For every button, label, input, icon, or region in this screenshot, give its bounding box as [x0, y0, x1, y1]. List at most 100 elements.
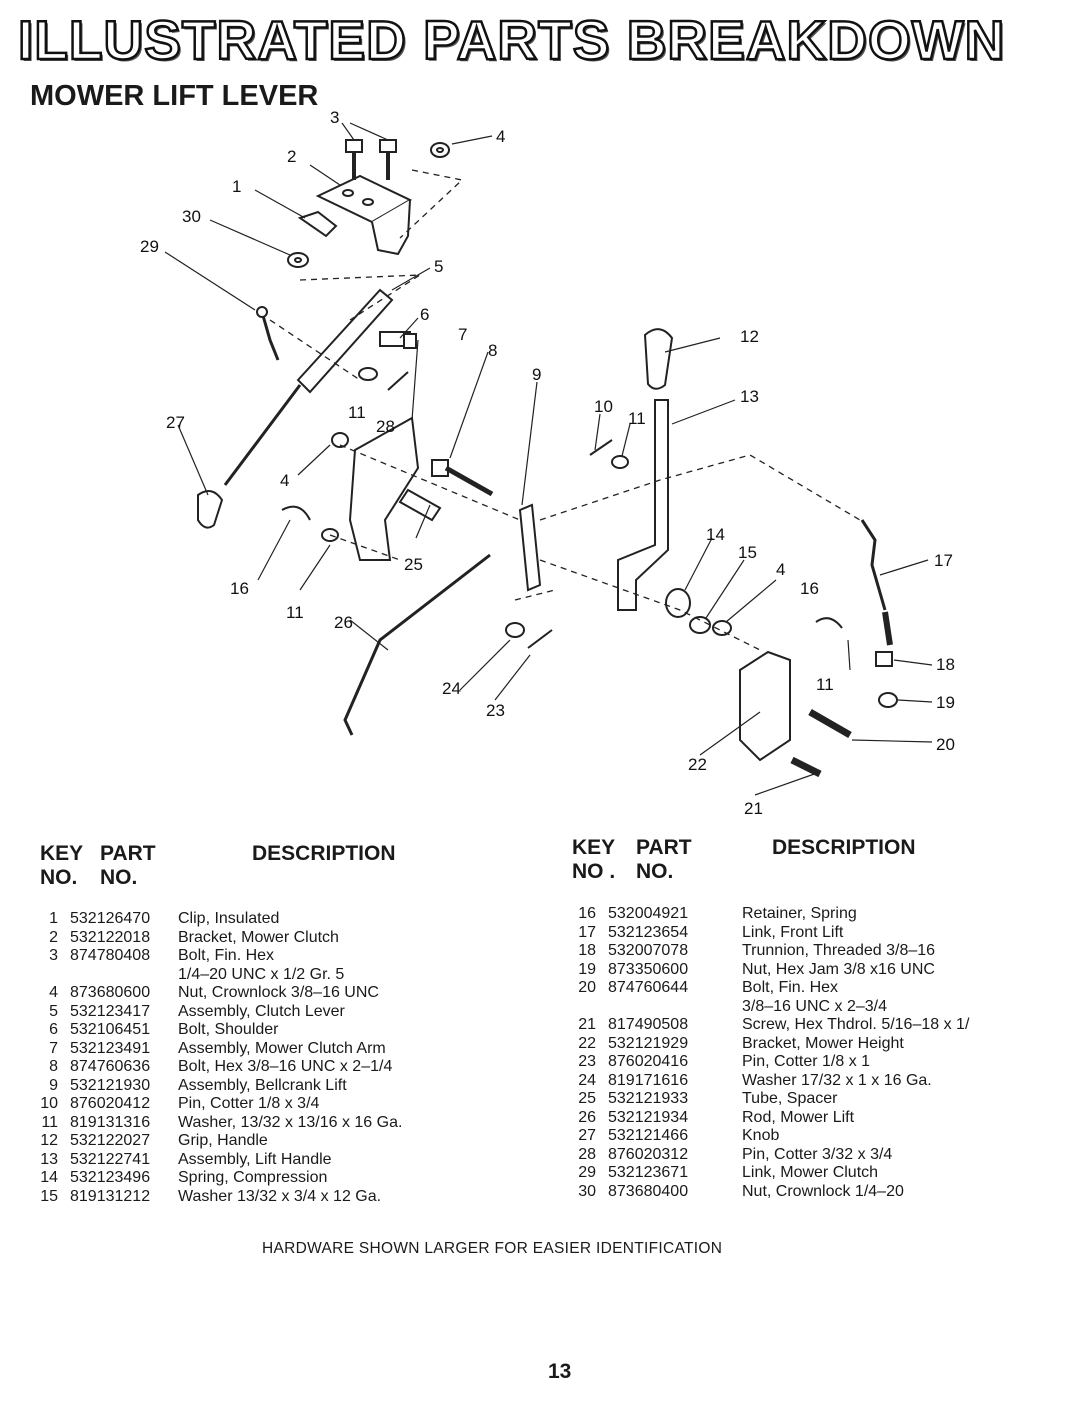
shoulder-bolt	[379, 331, 417, 349]
part-description: Assembly, Lift Handle	[178, 1150, 332, 1168]
part-number: 876020312	[608, 1145, 689, 1163]
page-title: ILLUSTRATED PARTS BREAKDOWN	[17, 8, 1006, 73]
description-header-left: DESCRIPTION	[252, 842, 396, 865]
part-description: Rod, Mower Lift	[742, 1108, 855, 1126]
key-number: 22	[578, 1034, 596, 1052]
front-lift-link	[860, 519, 887, 611]
part-number: 873680600	[70, 984, 151, 1001]
part-number: 532122741	[70, 1150, 151, 1168]
crownlock-nut-middle	[331, 432, 349, 448]
part-description: Washer 13/32 x 3/4 x 12 Ga.	[178, 1187, 382, 1205]
callout-15: 15	[738, 543, 757, 562]
key-number: 2	[49, 928, 58, 946]
part-description: Link, Mower Clutch	[742, 1164, 879, 1181]
key-number: 12	[40, 1132, 58, 1149]
part-number: 532121929	[608, 1034, 689, 1052]
callout-11d: 11	[816, 675, 834, 694]
part-number: 532121934	[608, 1108, 689, 1126]
callout-7: 7	[458, 325, 467, 344]
table-row: 1/4–20 UNC x 1/2 Gr. 5	[28, 966, 402, 985]
part-number: 532123491	[70, 1039, 151, 1057]
lift-handle-assembly	[617, 399, 669, 611]
part-description: Pin, Cotter 1/8 x 1	[742, 1053, 871, 1070]
spring-retainer	[281, 505, 311, 521]
page-number: 13	[548, 1360, 572, 1383]
callout-12: 12	[740, 327, 759, 346]
callout-4c: 4	[776, 560, 785, 579]
hardware-note: HARDWARE SHOWN LARGER FOR EASIER IDENTIF…	[262, 1240, 723, 1257]
fin-hex-bolt	[808, 708, 852, 739]
callout-3: 3	[330, 108, 339, 127]
part-number: 532007078	[608, 942, 689, 959]
handle-grip	[643, 328, 674, 390]
key-number: 23	[578, 1053, 596, 1070]
part-description: Bolt, Hex 3/8–16 UNC x 2–1/4	[178, 1058, 393, 1075]
part-number: 532123654	[608, 923, 689, 941]
key-number: 24	[578, 1071, 596, 1089]
bellcrank-lift	[518, 503, 542, 592]
clutch-lever-assembly	[296, 288, 394, 394]
part-description: Bolt, Fin. Hex	[742, 979, 839, 996]
callout-17: 17	[934, 551, 953, 570]
key-number: 21	[578, 1016, 596, 1033]
hex-jam-nut	[878, 692, 898, 708]
part-number	[70, 966, 178, 985]
part-number: 873680400	[608, 1182, 689, 1200]
key-number: 15	[40, 1187, 58, 1205]
callout-16b: 16	[800, 579, 819, 598]
key-number: 18	[578, 942, 596, 959]
key-number: 9	[49, 1076, 58, 1094]
exploded-parts-diagram: 1 2 3 4 5 6 7 8 9 10 11 12 13 14 15 16 1…	[140, 108, 955, 818]
part-number: 817490508	[608, 1016, 689, 1033]
callout-6: 6	[420, 305, 429, 324]
key-number: 16	[578, 905, 596, 922]
part-description: Bracket, Mower Clutch	[178, 928, 339, 946]
callout-21: 21	[744, 799, 763, 818]
part-description: 3/8–16 UNC x 2–3/4	[742, 997, 887, 1015]
key-number: 11	[41, 1113, 58, 1131]
part-number: 532121930	[70, 1076, 151, 1094]
spacer-tube	[398, 488, 442, 522]
callout-26: 26	[334, 613, 353, 632]
key-number: 26	[578, 1108, 596, 1126]
key-number: 3	[49, 947, 58, 964]
part-description: Washer, 13/32 x 13/16 x 16 Ga.	[178, 1113, 403, 1131]
part-number: 874760636	[70, 1058, 151, 1075]
part-number: 876020412	[70, 1095, 151, 1112]
callout-27: 27	[166, 413, 185, 432]
callout-30: 30	[182, 207, 201, 226]
key-number: 29	[578, 1164, 596, 1181]
callout-22: 22	[688, 755, 707, 774]
callout-2: 2	[287, 147, 296, 166]
part-description: Nut, Crownlock 3/8–16 UNC	[178, 984, 379, 1001]
washer-right	[689, 616, 711, 634]
part-number: 532123496	[70, 1169, 151, 1186]
part-number: 874780408	[70, 947, 151, 964]
part-number: 532123417	[70, 1002, 151, 1020]
table-row: 22 532121929 Bracket, Mower Height	[566, 1035, 969, 1054]
key-number: 20	[578, 979, 596, 996]
key-number: 25	[578, 1090, 596, 1107]
part-description: Assembly, Clutch Lever	[178, 1002, 345, 1020]
part-description: Bracket, Mower Height	[742, 1034, 904, 1052]
callout-28: 28	[376, 417, 395, 436]
key-number: 4	[49, 984, 58, 1001]
part-description: Link, Front Lift	[742, 923, 844, 941]
hex-screw	[790, 756, 822, 778]
part-description: Assembly, Mower Clutch Arm	[178, 1039, 386, 1057]
description-header-right: DESCRIPTION	[772, 836, 916, 859]
callout-14: 14	[706, 525, 725, 544]
callout-8: 8	[488, 341, 497, 360]
part-description: Clip, Insulated	[178, 910, 280, 927]
part-description: Retainer, Spring	[742, 905, 857, 922]
part-description: 1/4–20 UNC x 1/2 Gr. 5	[178, 965, 345, 983]
